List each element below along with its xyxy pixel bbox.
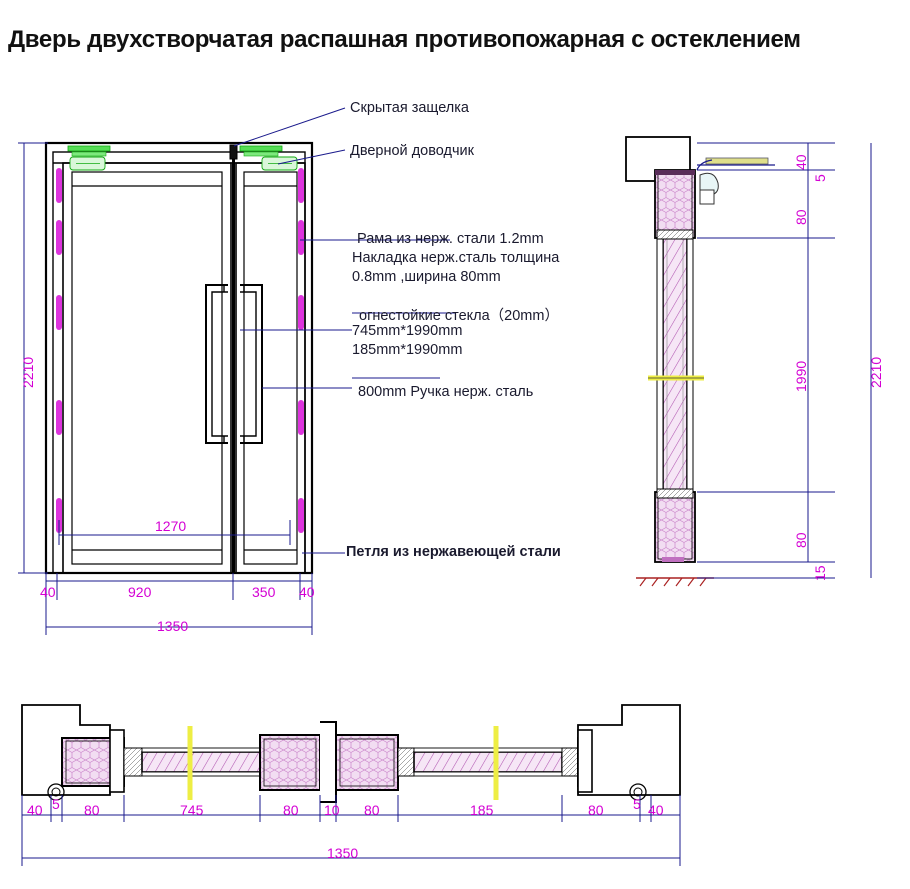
dim-plan-10: 40	[648, 802, 664, 818]
callout-glass-line1: огнестойкие стекла（20mm）	[359, 308, 559, 324]
dim-elevation-height: 2210	[20, 356, 36, 388]
callout-door-closer: Дверной доводчик	[350, 143, 474, 159]
horizontal-plan-section	[21, 704, 681, 803]
elevation-dimensions	[18, 142, 313, 635]
dim-head-gap: 5	[812, 174, 828, 182]
handle-right	[240, 284, 263, 444]
dim-elevation-width: 1350	[157, 618, 189, 634]
dim-plan-7: 185	[470, 802, 494, 818]
door-closer-left	[67, 145, 111, 171]
section-dimensions	[697, 142, 872, 579]
dim-head-depth: 40	[793, 154, 809, 170]
page-title: Дверь двухстворчатая распашная противопо…	[8, 26, 801, 53]
dim-plan-0: 40	[27, 802, 43, 818]
dim-plan-5: 10	[324, 802, 340, 818]
plan-dimensions	[21, 795, 681, 866]
callout-frame-line3: 0.8mm ,ширина 80mm	[352, 269, 501, 285]
handle-left	[205, 284, 228, 444]
dim-glass-height: 1990	[793, 360, 809, 392]
dim-plan-2: 80	[84, 802, 100, 818]
dim-plan-6: 80	[364, 802, 380, 818]
dim-plan-8: 80	[588, 802, 604, 818]
dim-sill-gap: 15	[812, 565, 828, 581]
dim-jamb-right: 40	[299, 584, 315, 600]
door-closer-right	[239, 145, 298, 171]
vertical-section	[625, 136, 775, 587]
dim-leaf-main: 920	[128, 584, 152, 600]
callout-glass-line2: 745mm*1990mm	[352, 323, 463, 339]
dim-plan-3: 745	[180, 802, 204, 818]
callout-frame-line2: Накладка нерж.сталь толщина	[352, 250, 560, 266]
leader-lines	[233, 107, 455, 554]
callout-glass-line3: 185mm*1990mm	[352, 342, 463, 358]
dim-plan-4: 80	[283, 802, 299, 818]
dim-plan-width: 1350	[327, 845, 359, 861]
dim-leaf-clear: 1270	[155, 518, 187, 534]
dim-leaf-small: 350	[252, 584, 276, 600]
dim-head-frame: 80	[793, 209, 809, 225]
callout-hidden-latch: Скрытая защелка	[350, 100, 469, 116]
dim-jamb-left: 40	[40, 584, 56, 600]
front-elevation	[44, 141, 314, 575]
dim-plan-9: 5	[633, 796, 641, 812]
dim-section-height: 2210	[868, 356, 884, 388]
hinge-group-right	[298, 168, 304, 533]
callout-handle: 800mm Ручка нерж. сталь	[358, 384, 534, 400]
callout-frame-line1: Рама из нерж. стали 1.2mm	[357, 231, 544, 247]
dim-sill-frame: 80	[793, 532, 809, 548]
hinge-group-left	[56, 168, 62, 533]
dim-plan-1: 5	[52, 796, 60, 812]
callout-hinge: Петля из нержавеющей стали	[346, 544, 561, 560]
